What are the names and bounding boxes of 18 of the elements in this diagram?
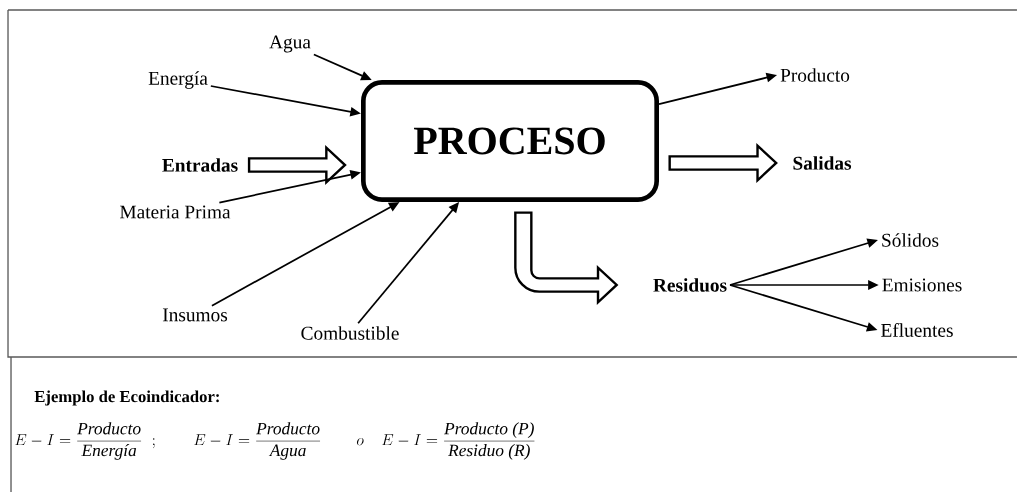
flow-label: Entradas xyxy=(162,158,238,172)
flow-label: Materia Prima xyxy=(120,205,231,219)
flow-label: Producto xyxy=(780,68,850,82)
flow-label: Emisiones xyxy=(882,278,962,292)
block-arrow xyxy=(668,142,778,184)
block-arrow xyxy=(514,211,618,304)
flow-label: Agua xyxy=(269,35,311,53)
flow-label: Combustible xyxy=(301,326,399,340)
flow-label: Efluentes xyxy=(881,323,953,337)
flow-label: Salidas xyxy=(793,156,852,170)
flow-label: Residuos xyxy=(653,278,727,292)
flow-label: Energía xyxy=(148,71,208,89)
process-box: PROCESO xyxy=(361,80,659,202)
flow-label: Insumos xyxy=(162,308,228,322)
caption-heading: Ejemplo de Ecoindicador: xyxy=(34,390,219,406)
formula: $E-I=\frac{\textit{Producto}}{\textit{Energía}}\;\;;\qquad E-I=\frac{\textit{Producto}}{\textit{Agua}}\qquad o\quad E-I=\frac{\textit{Producto (P)}}{\textit{Residuo (R)}}$ xyxy=(15,422,535,460)
flow-label: Sólidos xyxy=(882,233,939,247)
block-arrow xyxy=(247,144,347,186)
